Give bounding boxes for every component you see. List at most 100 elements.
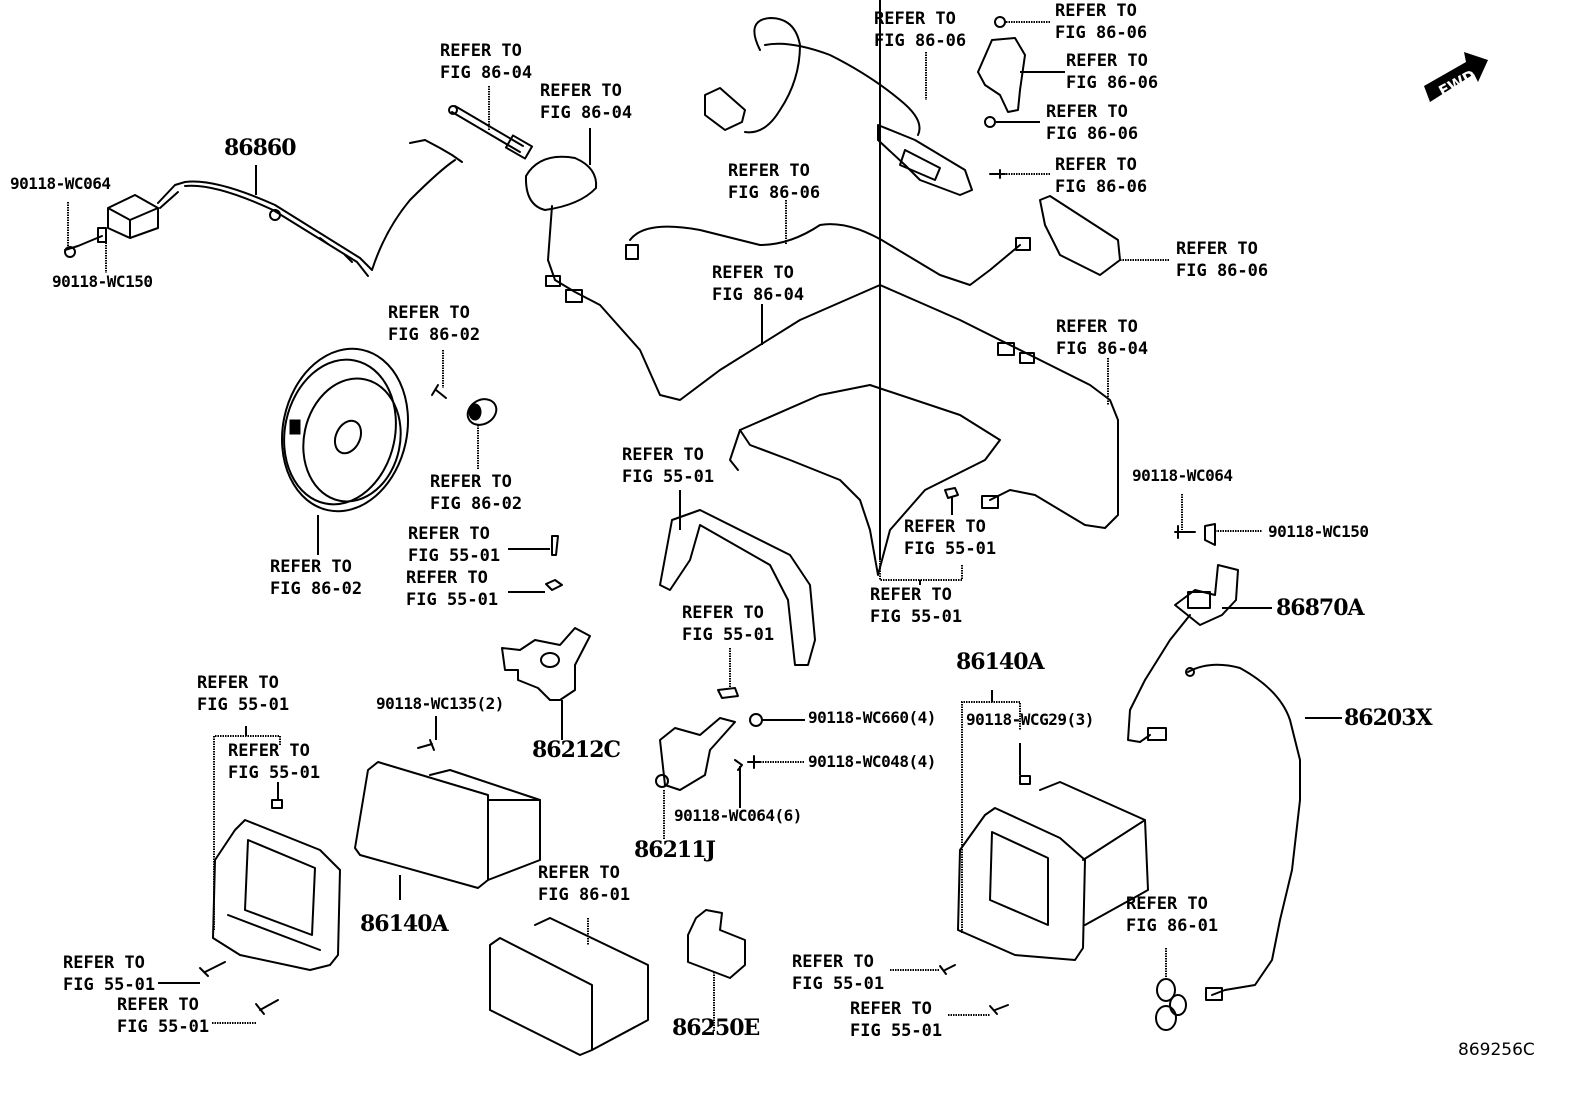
bracket-86211j[interactable]	[655, 717, 736, 791]
part-number-86211j[interactable]: 86211J	[634, 837, 716, 863]
nut-icon	[984, 116, 996, 128]
part-number-86250e[interactable]: 86250E	[672, 1015, 760, 1041]
clip-icon	[271, 799, 283, 809]
part-number-86140a-right[interactable]: 86140A	[956, 649, 1045, 675]
display-86140a[interactable]	[354, 761, 541, 889]
module-86870a[interactable]	[1174, 564, 1239, 626]
left-meter-bezel[interactable]	[212, 819, 341, 971]
connector-icon	[1185, 667, 1195, 677]
screw-icon	[199, 961, 226, 977]
module-cable[interactable]	[1127, 614, 1191, 743]
clip-icon	[1019, 775, 1031, 785]
figure-id: 869256C	[1458, 1040, 1535, 1060]
mid-wire-harness[interactable]	[629, 223, 1021, 286]
connector-icon	[981, 495, 999, 509]
speaker[interactable]	[267, 337, 422, 523]
switch-86250e[interactable]	[687, 909, 746, 979]
part-number-wc150-b[interactable]: 90118-WC150	[1268, 522, 1369, 541]
screw-icon	[989, 169, 1006, 179]
part-number-wc064-6[interactable]: 90118-WC064(6)	[674, 806, 802, 825]
part-number-86860[interactable]: 86860	[224, 135, 297, 161]
part-number-wc135[interactable]: 90118-WC135(2)	[376, 694, 504, 713]
screw-icon	[255, 999, 279, 1015]
screw-icon	[64, 235, 103, 251]
part-number-86203x[interactable]: 86203X	[1344, 705, 1433, 731]
antenna-cap[interactable]	[524, 155, 598, 211]
nut-icon	[749, 713, 763, 727]
nut-icon	[994, 16, 1006, 28]
usb-port[interactable]	[1155, 978, 1187, 1031]
camera-bracket[interactable]	[877, 124, 973, 196]
part-number-86140a-left[interactable]: 86140A	[360, 911, 449, 937]
part-number-86212c[interactable]: 86212C	[532, 737, 621, 763]
part-number-wc064-b[interactable]: 90118-WC064	[1132, 466, 1233, 485]
audio-unit[interactable]	[489, 917, 649, 1056]
screw-icon	[431, 384, 447, 399]
mount-bracket[interactable]	[977, 37, 1026, 113]
part-number-86870a[interactable]: 86870A	[1276, 595, 1365, 621]
meter-bezel[interactable]	[659, 509, 816, 666]
connector-icon	[545, 275, 561, 287]
part-number-wc064-a[interactable]: 90118-WC064	[10, 174, 111, 193]
meter-assembly-right[interactable]	[957, 781, 1149, 961]
camera-cable[interactable]	[704, 17, 921, 136]
antenna-cable-86860[interactable]	[107, 139, 463, 277]
screw-head-icon	[64, 246, 76, 258]
washer-icon	[97, 227, 107, 243]
screw-icon	[989, 1004, 1009, 1015]
bracket-86212c[interactable]	[501, 627, 591, 701]
part-number-wc150-a[interactable]: 90118-WC150	[52, 272, 153, 291]
connector-icon	[1205, 987, 1223, 1001]
antenna-main-cable[interactable]	[547, 205, 1119, 529]
connector-icon	[997, 342, 1015, 356]
fwd-direction-badge: FWD	[1420, 48, 1492, 114]
usb-cable-86203x[interactable]	[1187, 663, 1301, 996]
part-number-wcg29[interactable]: 90118-WCG29(3)	[966, 710, 1094, 729]
screw-icon	[417, 739, 435, 751]
screw-icon	[1174, 525, 1196, 539]
camera-unit[interactable]	[1039, 195, 1121, 276]
antenna-rod[interactable]	[448, 105, 534, 160]
washer-icon	[1204, 523, 1216, 546]
connector-icon	[1015, 237, 1031, 251]
instrument-cluster-hood[interactable]	[729, 384, 1001, 576]
connector-icon	[1147, 727, 1167, 741]
tweeter[interactable]	[463, 394, 501, 430]
connector-icon	[625, 244, 639, 260]
part-number-wc048[interactable]: 90118-WC048(4)	[808, 752, 936, 771]
part-number-wc660[interactable]: 90118-WC660(4)	[808, 708, 936, 727]
screw-icon	[939, 964, 956, 975]
connector-icon	[1019, 352, 1035, 364]
leader-r21	[213, 735, 281, 930]
connector-icon	[565, 289, 583, 303]
